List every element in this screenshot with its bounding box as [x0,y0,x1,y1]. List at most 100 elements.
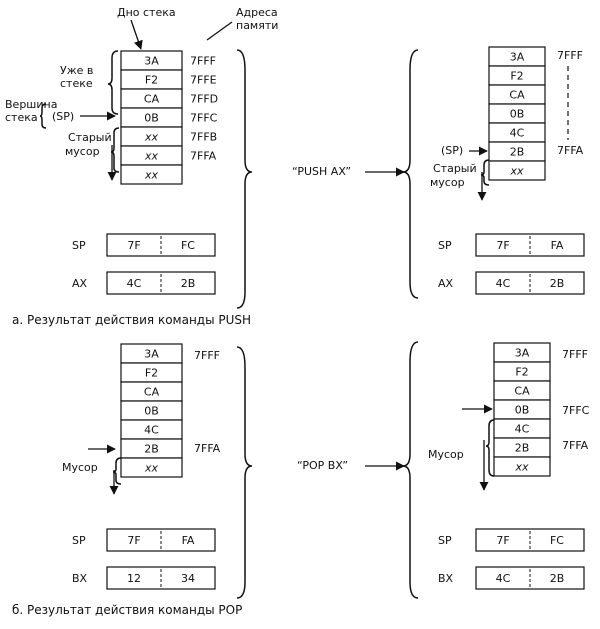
stack-cell-value: 4C [510,127,525,140]
address-top: 7FFF [194,349,220,362]
registers: SP 7F FC AX 4C 2B [72,233,216,295]
stack-cell-value: 3A [510,51,525,64]
register-name: AX [72,277,88,290]
stack-cell-value: 2B [515,442,530,455]
label-sp-pointer: (SP) [441,144,463,157]
label-garbage-1: Старый [68,131,112,144]
register-box [475,271,585,295]
label-stack-bottom: Дно стека [117,6,176,19]
register-name: SP [72,239,86,252]
register-box [106,271,216,295]
register-high-byte: 12 [127,572,141,585]
register-name: BX [72,572,88,585]
label-sp-pointer: (SP) [52,110,74,123]
pop-command-label: “POP BX” [297,459,348,472]
stack-cell-value: 3A [144,55,159,68]
register-name: SP [438,239,452,252]
stack-cell [120,164,183,185]
stack-cell-value: CA [514,385,530,398]
stack-cell [120,457,183,478]
address-top: 7FFF [557,49,583,62]
stack-cell-value: 4C [144,424,159,437]
label-already-1: Уже в [60,64,93,77]
memory-address: 7FFC [190,112,218,125]
stack-cell-value: F2 [510,70,523,83]
garbage-bracket [485,419,495,477]
register-low-byte: 2B [181,277,196,290]
garbage-bracket [480,159,490,186]
register-low-byte: FA [182,534,195,547]
label-memory-addresses-2: памяти [236,19,278,32]
label-already-2: стеке [60,77,93,90]
top-bracket [39,103,47,129]
register-box [106,233,216,257]
stack-cell-value: 3A [144,348,159,361]
register-low-byte: FA [551,239,564,252]
register-box [475,528,585,552]
panel-b-brace-left [236,346,253,599]
label-garbage-1: Старый [433,162,477,175]
label-top-2: стека [5,111,38,124]
register-high-byte: 7F [496,239,509,252]
memory-address: 7FFD [190,93,218,106]
stack-cell [493,456,551,477]
register-box [475,233,585,257]
address-sp: 7FFA [557,144,584,157]
register-name: SP [72,534,86,547]
stack-cell-value: F2 [515,366,528,379]
stack-cell-value: 0B [144,405,159,418]
stack-bottom-arrow [130,19,143,50]
label-top-1: Вершина [5,98,57,111]
address-sp: 7FFC [562,404,590,417]
register-low-byte: 34 [181,572,195,585]
register-high-byte: 7F [127,534,140,547]
caption-pop: б. Результат действия команды POP [12,603,242,617]
stack-cell-value: 3A [515,347,530,360]
memory-address: 7FFA [190,150,217,163]
register-low-byte: 2B [550,572,565,585]
already-bracket [107,50,119,115]
garbage-bracket [112,457,122,485]
stack-cell-value: 2B [144,443,159,456]
stack-cell [488,160,546,181]
register-name: SP [438,534,452,547]
stack-cell-value: 0B [510,108,525,121]
label-garbage-2: мусор [65,145,100,158]
label-garbage: Мусор [62,461,98,474]
label-garbage-2: мусор [430,176,465,189]
stack-cell-value: xx [144,169,159,182]
push-command-label: “PUSH AX” [292,165,351,178]
stack-cell-value: 0B [515,404,530,417]
panel-a-brace-right [402,49,419,299]
garbage-bracket [110,127,120,173]
stack-cell-value: CA [144,386,160,399]
register-name: BX [438,572,454,585]
addresses-pointer-line [206,21,233,41]
label-garbage: Мусор [428,448,464,461]
register-high-byte: 7F [127,239,140,252]
address-sp: 7FFA [194,442,221,455]
register-low-byte: FC [181,239,195,252]
register-high-byte: 4C [496,277,511,290]
stack-cell-value: 0B [144,112,159,125]
panel-a-brace-left [236,49,253,309]
register-high-byte: 4C [127,277,142,290]
address-garbage: 7FFA [562,439,589,452]
register-name: AX [438,277,454,290]
stack-cell-value: CA [509,89,525,102]
registers: SP 7F FA BX 12 34 [72,528,216,590]
stack-cell-value: xx [509,165,524,178]
memory-address: 7FFE [190,74,217,87]
stack-cell-value: 2B [510,146,525,159]
stack-cell-value: xx [514,461,529,474]
stack-cell-value: 4C [515,423,530,436]
